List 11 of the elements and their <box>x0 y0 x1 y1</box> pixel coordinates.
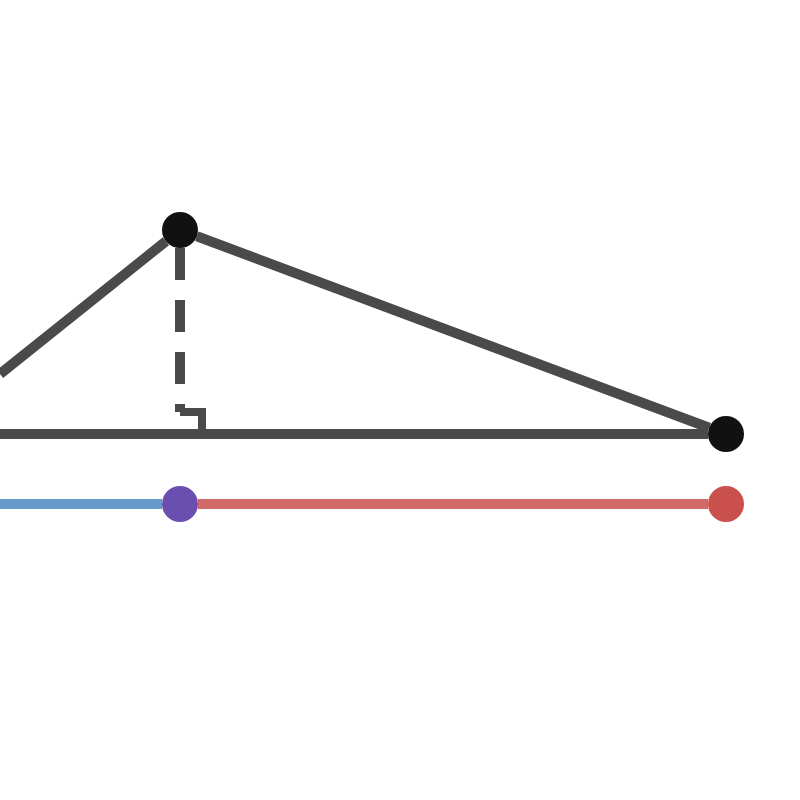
line-segment <box>0 499 162 509</box>
dashed-line <box>175 248 185 412</box>
point-dot <box>708 486 744 522</box>
line-segment <box>198 499 708 509</box>
line-segment <box>195 231 711 433</box>
point-dot <box>708 416 744 452</box>
point-dot <box>162 212 198 248</box>
point-dot <box>162 486 198 522</box>
line-segment <box>0 237 170 378</box>
line-segment <box>0 429 708 439</box>
right-angle-mark <box>180 408 206 434</box>
